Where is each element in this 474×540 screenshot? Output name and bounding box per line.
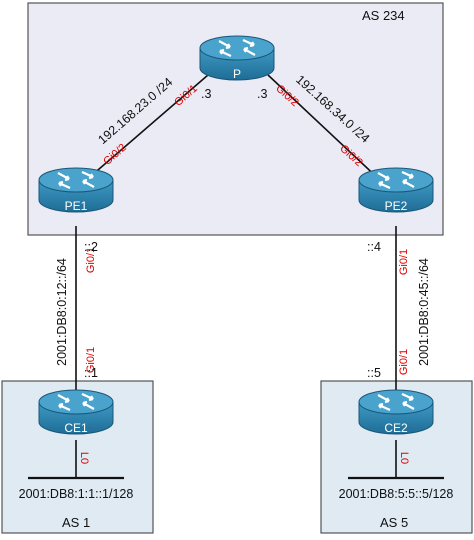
iface-pe1-gi0-1: Gi0/1 [85,247,97,273]
host-p-left: .3 [201,87,211,101]
router-ce1[interactable]: CE1 [37,388,115,436]
as-5-label: AS 5 [380,515,408,530]
router-pe1[interactable]: PE1 [37,166,115,214]
host-pe1-down: ::2 [84,240,98,254]
link-pe1-p [83,74,209,183]
router-p-name: P [233,67,241,81]
router-pe2[interactable]: PE2 [357,166,435,214]
router-ce2-name: CE2 [384,421,408,435]
iface-ce2-l0: L0 [398,452,410,464]
host-ce2-up: ::5 [367,366,381,380]
loopback-prefix-ce2: 2001:DB8:5:5::5/128 [339,487,454,501]
subnet-pe2-ce2: 2001:DB8:0:45::/64 [417,258,431,366]
router-ce1-name: CE1 [64,421,88,435]
as-1-label: AS 1 [62,515,90,530]
subnet-pe1-ce1: 2001:DB8:0:12::/64 [55,258,69,366]
host-p-right: .3 [257,87,267,101]
iface-ce2-gi0-1: Gi0/1 [398,349,410,375]
iface-ce1-gi0-1: Gi0/1 [85,347,97,373]
host-ce1-up: ::1 [84,366,98,380]
router-p[interactable]: P [198,34,276,82]
router-pe2-name: PE2 [385,199,408,213]
iface-ce1-l0: L0 [78,452,90,464]
router-pe1-name: PE1 [65,199,88,213]
link-p-pe2 [267,74,383,183]
router-ce2[interactable]: CE2 [357,388,435,436]
loopback-prefix-ce1: 2001:DB8:1:1::1/128 [19,487,134,501]
host-pe2-down: ::4 [367,240,381,254]
as-234-label: AS 234 [362,8,405,23]
iface-pe2-gi0-1: Gi0/1 [398,249,410,275]
